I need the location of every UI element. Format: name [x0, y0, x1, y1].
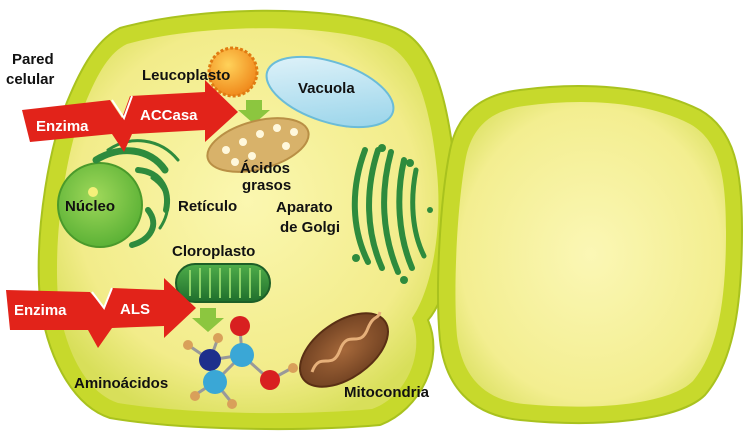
label-als: ALS	[120, 301, 150, 318]
label-accase: ACCasa	[140, 107, 198, 124]
label-reticulum: Retículo	[178, 198, 237, 215]
label-enzyme-bottom: Enzima	[14, 302, 67, 319]
chloroplast-shape	[176, 264, 270, 302]
cell-right	[438, 86, 742, 423]
label-leucoplast: Leucoplasto	[142, 67, 230, 84]
label-enzyme-top: Enzima	[36, 118, 89, 135]
label-mitochondria: Mitocondria	[344, 384, 430, 401]
label-chloroplast: Cloroplasto	[172, 243, 255, 260]
label-vacuole: Vacuola	[298, 80, 355, 97]
label-fatty-acids-line2: grasos	[242, 177, 291, 194]
label-cell-wall-line2: celular	[6, 71, 55, 88]
label-golgi-line1: Aparato	[276, 199, 333, 216]
cytoplasm-right	[455, 102, 726, 407]
label-cell-wall-line1: Pared	[12, 51, 54, 68]
label-golgi-line2: de Golgi	[280, 219, 340, 236]
label-nucleus: Núcleo	[65, 198, 115, 215]
label-amino-acids: Aminoácidos	[74, 375, 168, 392]
label-fatty-acids-line1: Ácidos	[240, 160, 290, 177]
